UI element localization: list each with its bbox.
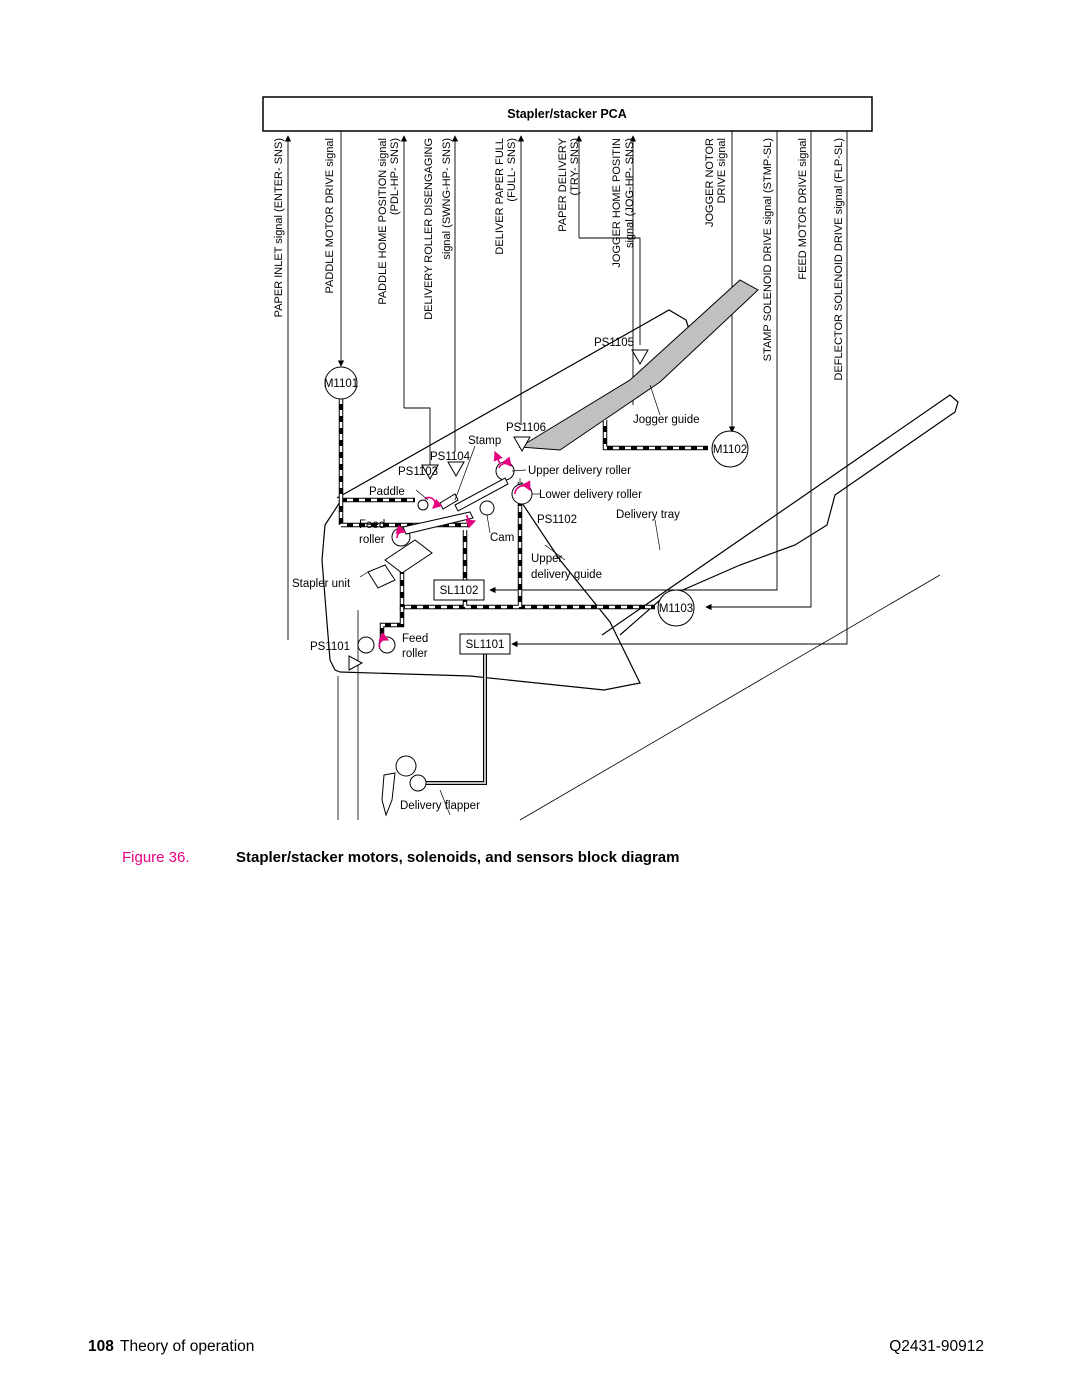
svg-text:PS1102: PS1102	[537, 514, 577, 526]
section-name: Theory of operation	[120, 1338, 255, 1355]
machine-outline	[321, 309, 959, 821]
signal-jog-hp-label-2: signal (JOG-HP- SNS)	[624, 138, 636, 248]
mechanism-links	[367, 477, 509, 817]
signal-enter-label: PAPER INLET signal (ENTER- SNS)	[273, 138, 285, 317]
page-footer: 108 Theory of operation Q2431-90912	[0, 1338, 1080, 1360]
upper-delivery-roller-label: Upper delivery roller	[528, 465, 631, 477]
svg-text:M1102: M1102	[713, 444, 747, 456]
lower-delivery-roller-label: Lower delivery roller	[539, 489, 642, 501]
ps1103-sensor: PS1103	[398, 464, 439, 481]
signal-swng-hp-label-2: signal (SWNG-HP- SNS)	[441, 138, 453, 260]
svg-text:PS1103: PS1103	[398, 466, 438, 478]
svg-text:M1103: M1103	[659, 603, 693, 615]
stapler-stacker-block-diagram: Stapler/stacker PCA PAPER INLET signal (…	[262, 96, 959, 821]
flapper-link	[418, 652, 487, 785]
signal-pdl-drive-label: PADDLE MOTOR DRIVE signal	[324, 138, 336, 293]
leader-lines	[359, 445, 661, 816]
signal-jog-drive-label-1: JOGGER NOTOR	[704, 138, 716, 227]
sl1102-solenoid: SL1102	[433, 579, 485, 601]
stamp-label: Stamp	[468, 435, 501, 447]
svg-text:PS1106: PS1106	[506, 422, 546, 434]
signal-full-label-1: DELIVER PAPER FULL	[494, 138, 506, 255]
signal-lines	[284, 131, 848, 648]
paddle-label: Paddle	[369, 486, 405, 498]
rotation-arrows	[378, 450, 531, 649]
m1101-motor: M1101	[324, 366, 358, 400]
ps1106-sensor: PS1106	[506, 422, 546, 453]
feed-roller-upper-label-1: Feed	[359, 519, 385, 531]
feed-roller-lower-label-1: Feed	[402, 633, 428, 645]
upper-delivery-guide-label-1: Upper	[531, 553, 562, 565]
cam-label: Cam	[490, 532, 514, 544]
signal-jog-hp-label-1: JOGGER HOME POSITIN	[611, 138, 623, 268]
m1102-motor: M1102	[711, 430, 749, 468]
svg-text:PS1104: PS1104	[430, 451, 471, 463]
pca-title: Stapler/stacker PCA	[507, 107, 627, 121]
upper-delivery-guide-label-2: delivery guide	[531, 569, 602, 581]
jogger-guide-label: Jogger guide	[633, 414, 700, 426]
ps1104-sensor: PS1104	[430, 451, 471, 478]
jogger-guide	[518, 279, 759, 451]
signal-swng-hp-label-1: DELIVERY ROLLER DISENGAGING	[423, 138, 435, 320]
signal-pdl-hp-label-2: (PDL-HP- SNS)	[389, 138, 401, 215]
ps1101-sensor: PS1101	[310, 641, 364, 671]
signal-feed-drive-label: FEED MOTOR DRIVE signal	[797, 138, 809, 280]
signal-labels: PAPER INLET signal (ENTER- SNS) PADDLE M…	[273, 137, 845, 380]
delivery-flapper-label: Delivery flapper	[400, 800, 480, 812]
feed-roller-upper-label-2: roller	[359, 534, 385, 546]
svg-text:PS1105: PS1105	[594, 337, 634, 349]
figure-caption: Figure 36. Stapler/stacker motors, solen…	[0, 849, 1080, 871]
feed-roller-lower-label-2: roller	[402, 648, 428, 660]
m1103-motor: M1103	[657, 589, 695, 627]
svg-text:SL1102: SL1102	[440, 585, 479, 597]
document-number: Q2431-90912	[889, 1338, 984, 1355]
delivery-tray-label: Delivery tray	[616, 509, 680, 521]
ps1105-sensor: PS1105	[594, 337, 649, 366]
signal-pdl-hp-label-1: PADDLE HOME POSITION signal	[377, 138, 389, 305]
signal-stmp-label: STAMP SOLENOID DRIVE signal (STMP-SL)	[762, 138, 774, 361]
signal-flp-label: DEFLECTOR SOLENOID DRIVE signal (FLP-SL)	[833, 138, 845, 380]
signal-full-label-2: (FULL- SNS)	[506, 138, 518, 202]
svg-text:M1101: M1101	[324, 378, 358, 390]
sl1101-solenoid: SL1101	[459, 633, 511, 655]
figure-title: Stapler/stacker motors, solenoids, and s…	[236, 849, 680, 866]
ps1102-sensor: PS1102	[537, 514, 577, 526]
figure-number: Figure 36.	[122, 849, 190, 866]
jogger-guide-leader	[649, 384, 661, 416]
signal-jog-drive-label-2: DRIVE signal	[716, 138, 728, 203]
signal-try-label-1: PAPER DELIVERY	[557, 137, 569, 231]
page-number: 108	[88, 1338, 114, 1355]
svg-text:PS1101: PS1101	[310, 641, 350, 653]
signal-try-label-2: (TRY- SNS)	[569, 138, 581, 195]
part-labels: Stamp Paddle Feed roller Stapler unit Ca…	[292, 414, 700, 812]
stapler-unit-label: Stapler unit	[292, 578, 351, 590]
stapler-stacker-pca-box	[262, 96, 873, 132]
svg-text:SL1101: SL1101	[466, 639, 505, 651]
